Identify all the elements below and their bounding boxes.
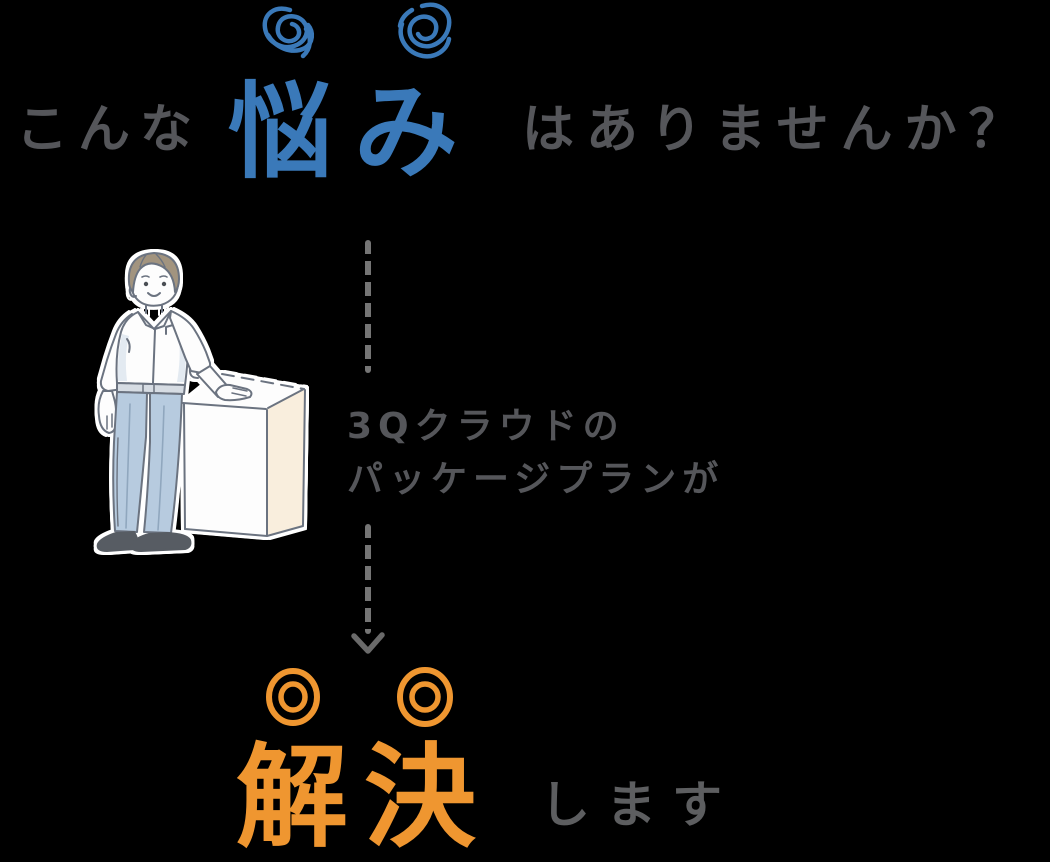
connector-text: 3Qクラウドの パッケージプランが (347, 400, 724, 506)
heading-prefix: こんな (16, 100, 203, 160)
connector-line-1: 3Qクラウドの (347, 406, 625, 447)
double-circle-icon-left (266, 668, 320, 726)
man-presenting-box-illustration (96, 252, 306, 552)
heading-suffix: はありませんか？ (522, 100, 1033, 160)
dashed-line-top (365, 240, 371, 373)
connector-line-2: パッケージプランが (347, 459, 725, 500)
solution-highlight: 解決 (236, 733, 492, 862)
double-circle-icon-right (397, 667, 453, 727)
worry-scribble-icon-right (397, 2, 452, 59)
worry-scribble-icon-left (262, 6, 315, 59)
solution-suffix: します (540, 776, 738, 834)
dashed-line-bottom (365, 524, 371, 634)
worry-highlight: 悩み (228, 71, 481, 193)
arrow-down-icon (351, 632, 385, 654)
